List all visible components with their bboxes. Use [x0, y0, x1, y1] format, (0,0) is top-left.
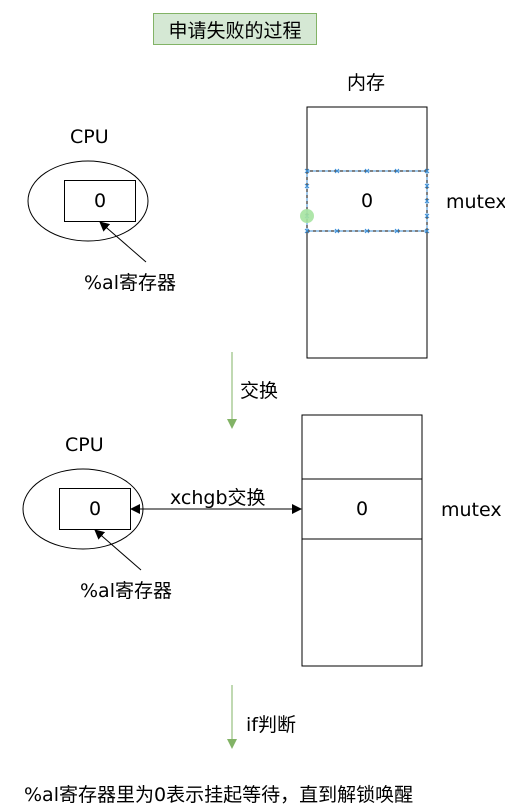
register-value-top: 0 [93, 190, 107, 212]
conclusion-text: %al寄存器里为0表示挂起等待，直到解锁唤醒 [24, 784, 414, 806]
cpu-ellipse-top [27, 160, 149, 242]
mutex-cell-top [306, 170, 428, 232]
register-label-bottom: %al寄存器 [80, 580, 172, 602]
mutex-label-top: mutex [446, 191, 505, 213]
mutex-label-bottom: mutex [441, 499, 502, 521]
step2-label: if判断 [246, 714, 296, 736]
memory-block-top [306, 106, 428, 359]
step1-label: 交换 [240, 380, 279, 402]
mutex-value-bottom-text: 0 [355, 498, 369, 520]
mutex-cell-bottom [301, 478, 423, 540]
selection-handles[interactable] [304, 168, 430, 234]
cpu-label-top: CPU [70, 126, 109, 148]
mutex-value-bottom: 0 [302, 479, 422, 539]
cpu-label-bottom: CPU [65, 434, 104, 456]
register-box-top: 0 [64, 180, 136, 222]
register-box-bottom: 0 [59, 488, 131, 530]
register-value-bottom: 0 [88, 498, 102, 520]
memory-label: 内存 [347, 72, 386, 94]
register-pointer-bottom [94, 529, 142, 571]
mutex-value-top-text: 0 [360, 190, 374, 212]
register-label-top: %al寄存器 [84, 272, 176, 294]
register-pointer-top [99, 221, 147, 263]
memory-block-bottom [301, 414, 423, 667]
connection-point[interactable] [300, 209, 314, 223]
mutex-value-top: 0 [307, 171, 427, 231]
exchange-label: xchgb交换 [170, 487, 266, 509]
diagram-title: 申请失败的过程 [153, 13, 317, 45]
